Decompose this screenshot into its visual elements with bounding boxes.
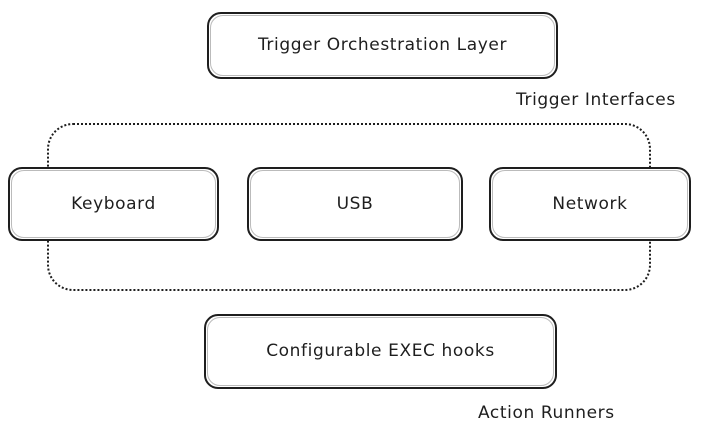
group-label-action-runners: Action Runners (478, 403, 615, 423)
node-label: USB (336, 193, 374, 214)
node-label: Network (552, 193, 628, 214)
node-configurable-exec-hooks[interactable]: Configurable EXEC hooks (204, 314, 557, 389)
node-label: Keyboard (71, 193, 156, 214)
node-keyboard[interactable]: Keyboard (8, 167, 219, 241)
node-label: Configurable EXEC hooks (266, 341, 495, 361)
group-label-trigger-interfaces: Trigger Interfaces (516, 90, 676, 110)
node-label: Trigger Orchestration Layer (257, 35, 508, 55)
node-trigger-orchestration-layer[interactable]: Trigger Orchestration Layer (207, 12, 558, 79)
node-network[interactable]: Network (489, 167, 691, 241)
node-usb[interactable]: USB (247, 167, 463, 241)
